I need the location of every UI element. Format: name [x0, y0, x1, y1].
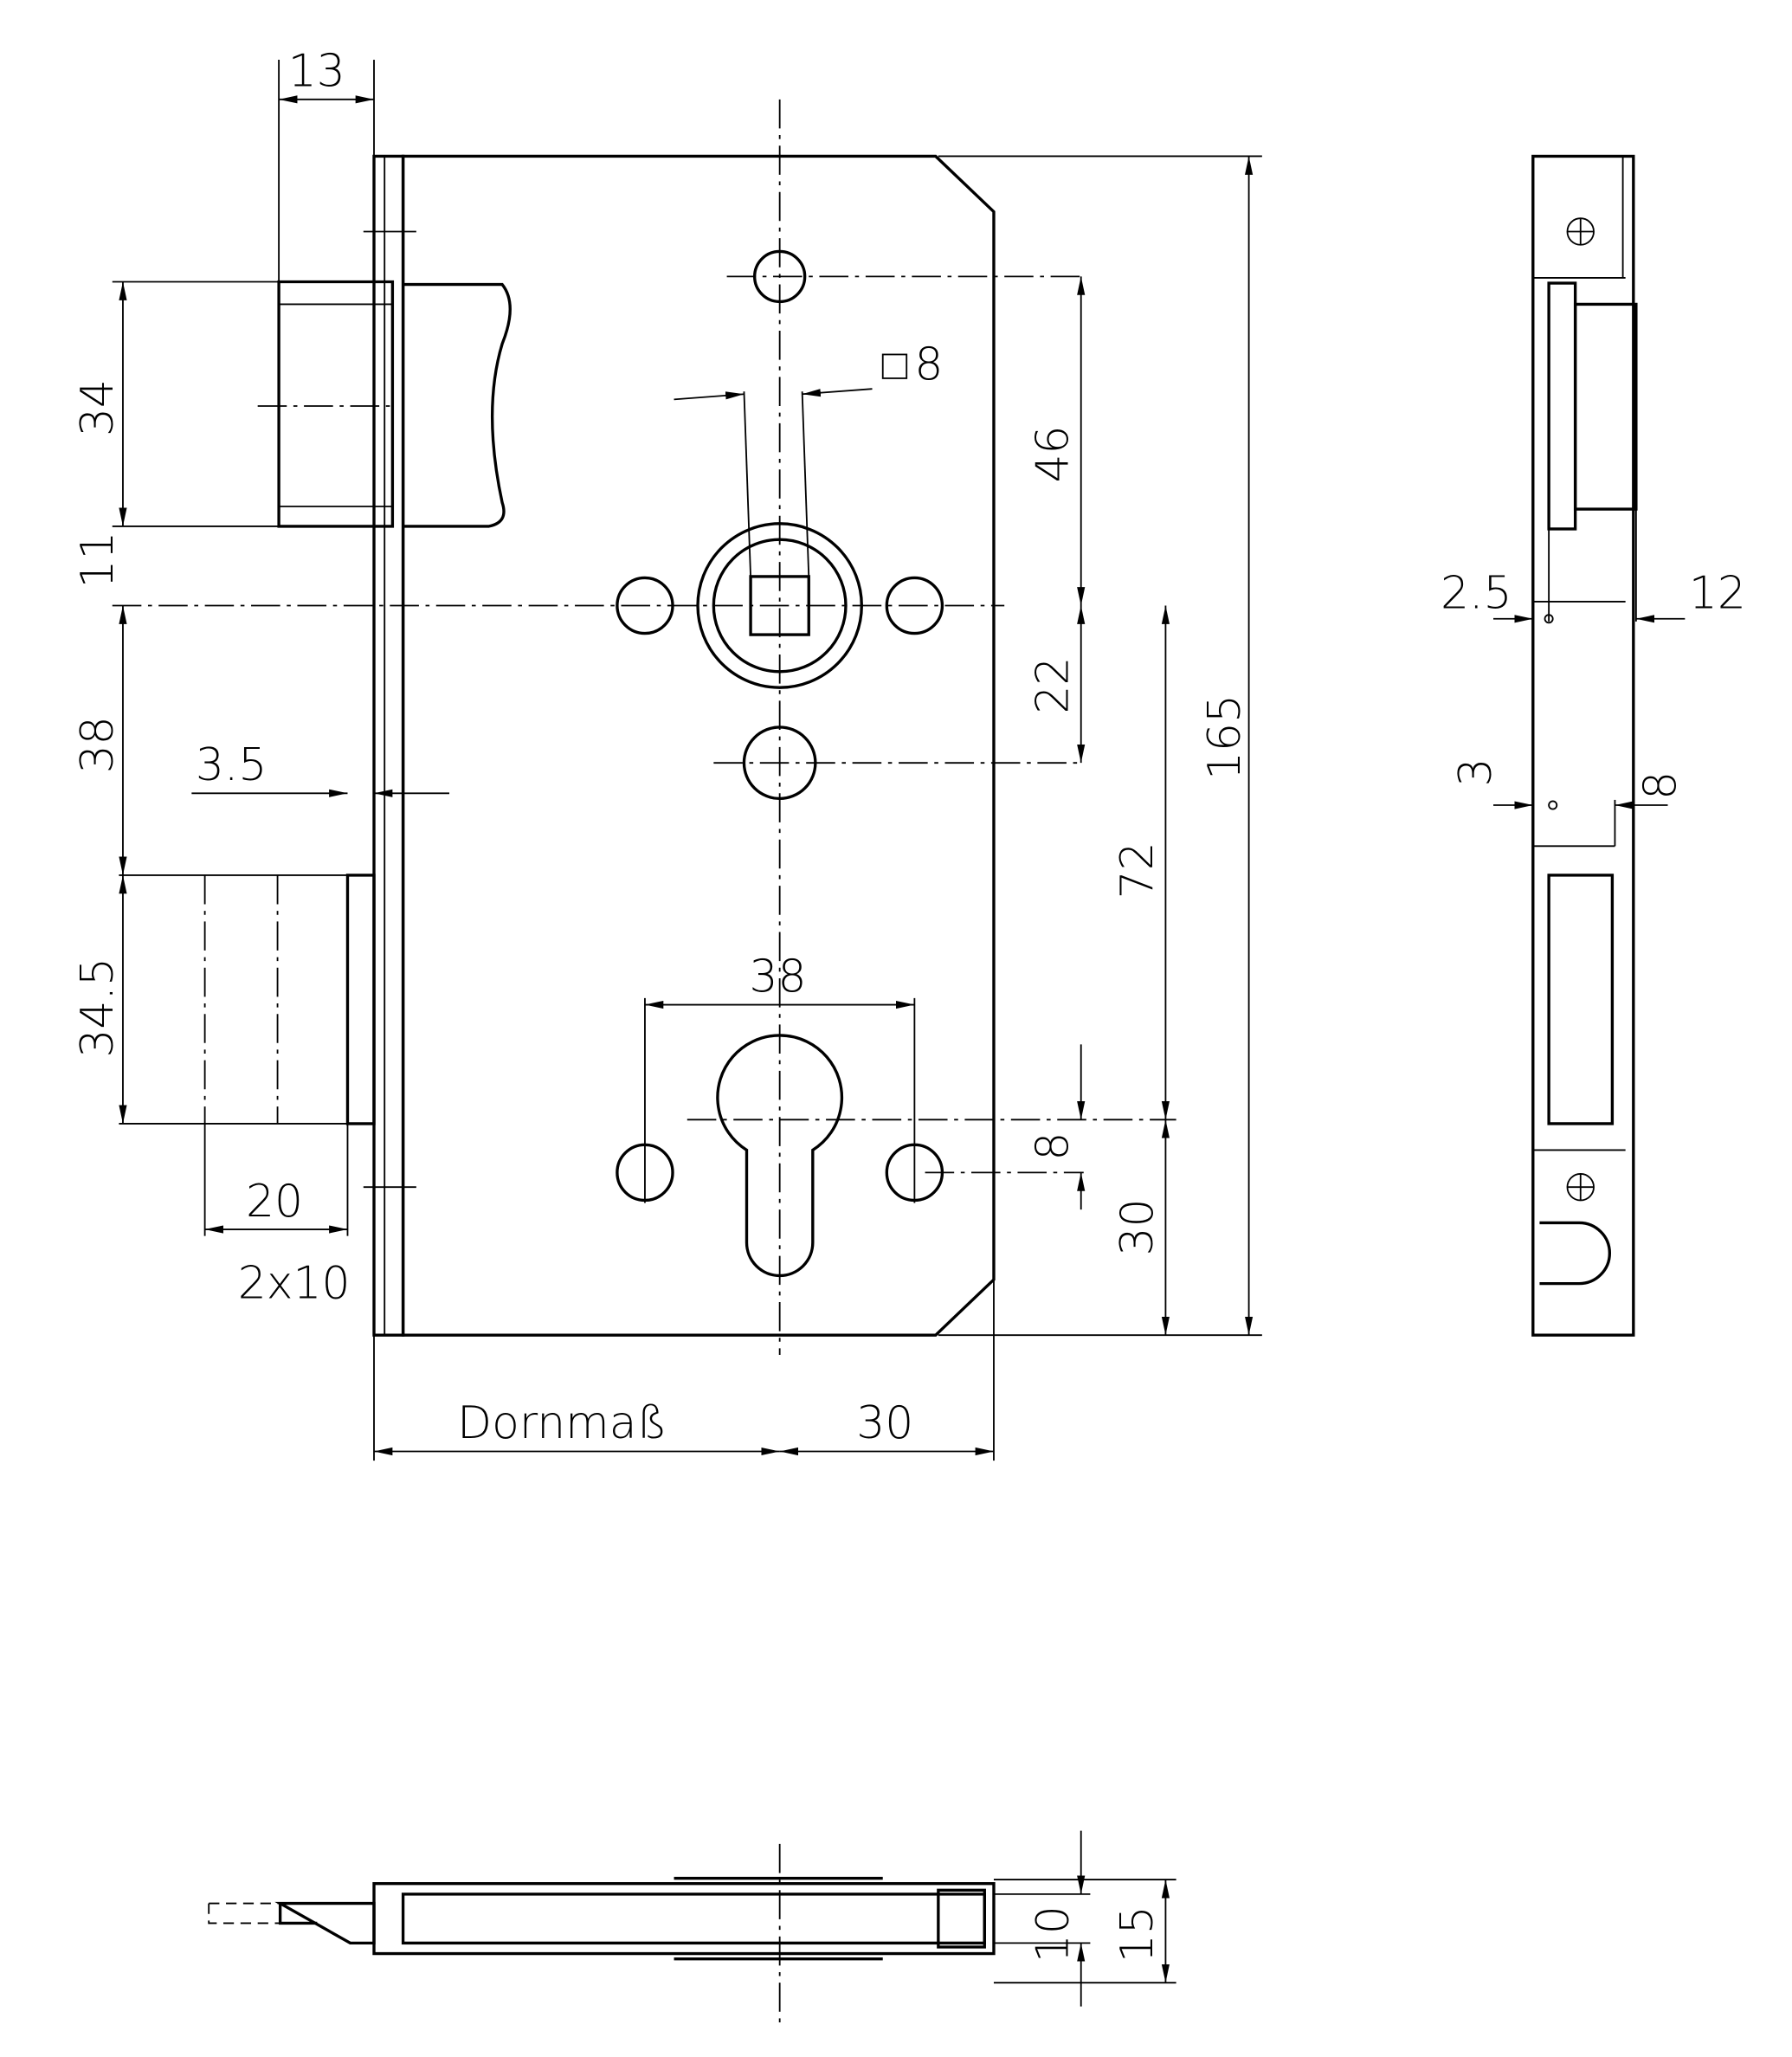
dim-22: 22: [1027, 657, 1079, 714]
dim-3-5: 3.5: [196, 739, 268, 791]
dim-13: 13: [288, 46, 345, 98]
dim-12: 12: [1689, 568, 1746, 620]
latch: [277, 280, 395, 528]
dim-34: 34: [72, 379, 124, 436]
dim-20: 20: [246, 1176, 303, 1228]
lock-case-outline: [401, 154, 996, 1337]
dim-3: 3: [1450, 758, 1502, 787]
dim-30-bottom: 30: [1112, 1199, 1164, 1256]
dim-30-right: 30: [856, 1397, 913, 1449]
dim-34-5: 34.5: [72, 958, 124, 1058]
dim-dornmass: Dornmaß: [457, 1397, 667, 1449]
dim-square-8: 8: [914, 339, 943, 390]
dim-38-left: 38: [72, 716, 124, 773]
front-view: 13 34 11 38 3.5 34.5 20 2x10 8 46 22 165…: [72, 46, 1262, 1461]
dim-2x10: 2x10: [238, 1257, 351, 1309]
dim-46: 46: [1027, 426, 1079, 483]
dim-72: 72: [1112, 842, 1164, 899]
dim-38-cylinder: 38: [750, 951, 807, 1003]
cylinder-cutout: [716, 1034, 844, 1278]
side-view: 2.5 12 3 8: [1441, 154, 1746, 1337]
dim-11: 11: [72, 532, 124, 589]
dim-15: 15: [1112, 1905, 1164, 1963]
dim-165: 165: [1199, 694, 1251, 780]
dim-2-5: 2.5: [1441, 568, 1512, 620]
faceplate: [372, 154, 405, 1337]
bolt: [345, 874, 376, 1125]
bottom-view: 10 15: [208, 1830, 1176, 2022]
dim-8-side: 8: [1635, 771, 1687, 800]
dim-10: 10: [1027, 1905, 1079, 1963]
dim-8-cylinder: 8: [1027, 1132, 1079, 1161]
